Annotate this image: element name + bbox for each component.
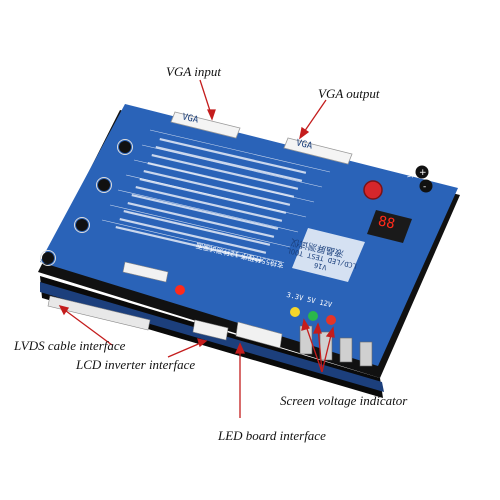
red-test-button <box>363 180 383 200</box>
power-led <box>175 285 185 295</box>
svg-text:+: + <box>419 168 427 178</box>
annotation-pointers <box>58 79 335 418</box>
lcd-inverter-label: LCD inverter interface <box>76 357 196 372</box>
minus-button <box>419 179 433 193</box>
voltage-leds <box>290 307 336 325</box>
led-board-connector <box>235 321 283 349</box>
lvds-label: LVDS cable interface <box>14 338 126 353</box>
screen-voltage-label: Screen voltage indicator <box>280 393 408 408</box>
svg-text:-: - <box>423 182 426 192</box>
led-board-label: LED board interface <box>218 428 326 443</box>
vga-input-connector <box>170 111 241 139</box>
vga-input-label: VGA input <box>166 64 222 79</box>
vga-output-connector <box>283 137 353 165</box>
left-buttons <box>40 139 133 266</box>
lcd-inverter-connector <box>192 319 229 341</box>
plus-button <box>415 165 429 179</box>
segment-display <box>367 210 412 243</box>
lvds-connector <box>47 295 151 331</box>
pcb-board <box>40 104 458 366</box>
segment-digits: 88 <box>376 213 397 233</box>
title-panel <box>292 228 365 282</box>
vga-output-label: VGA output <box>318 86 380 101</box>
